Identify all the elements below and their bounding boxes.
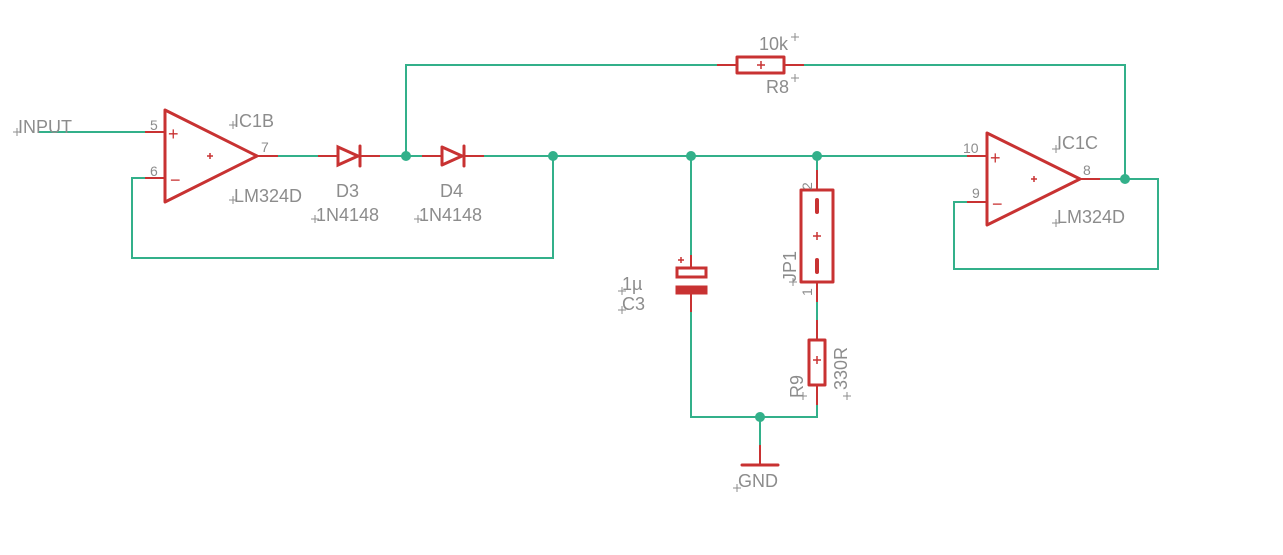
capacitor-plate-negative — [675, 285, 708, 295]
gnd-symbol: GND — [733, 445, 780, 492]
d3-value: 1N4148 — [316, 205, 379, 225]
input-label: INPUT — [13, 117, 72, 137]
ic1b-value: LM324D — [234, 186, 302, 206]
c3-value: 1µ — [622, 274, 642, 294]
plus-sign: + — [168, 124, 179, 144]
junction-dot — [686, 151, 696, 161]
r9-value: 330R — [831, 347, 851, 390]
diode-body — [440, 145, 464, 167]
opamp-ic1c[interactable]: + − 10 9 8 IC1C LM324D — [963, 131, 1125, 227]
opamp-ic1b[interactable]: + − 5 6 7 IC1B LM324D — [145, 108, 302, 206]
plus-sign: + — [990, 148, 1001, 168]
d3-name: D3 — [336, 181, 359, 201]
diode-d3[interactable]: D3 1N4148 — [311, 144, 380, 225]
pin-number: 5 — [150, 117, 158, 133]
wire-ic1b-feedback — [131, 155, 554, 259]
gnd-label: GND — [738, 471, 778, 491]
wire-r8-left — [405, 64, 738, 157]
junction-dot — [812, 151, 822, 161]
d4-value: 1N4148 — [419, 205, 482, 225]
jp1-name: JP1 — [780, 251, 800, 282]
pin-number: 8 — [1083, 162, 1091, 178]
ic1b-name: IC1B — [234, 111, 274, 131]
d4-name: D4 — [440, 181, 463, 201]
resistor-r8[interactable]: 10k R8 — [717, 33, 804, 97]
diode-d4[interactable]: D4 1N4148 — [414, 144, 484, 225]
nets — [39, 64, 1159, 446]
pin-number: 7 — [261, 139, 269, 155]
r9-name: R9 — [787, 375, 807, 398]
minus-sign: − — [992, 194, 1003, 214]
pin-number: 6 — [150, 163, 158, 179]
junction-dot — [755, 412, 765, 422]
ic1c-value: LM324D — [1057, 207, 1125, 227]
r8-value: 10k — [759, 34, 789, 54]
opamp-triangle — [985, 131, 1082, 227]
wire-c3-bottom — [690, 311, 818, 418]
junctions — [401, 151, 1130, 422]
pin-number: 2 — [799, 182, 815, 190]
r8-name: R8 — [766, 77, 789, 97]
junction-dot — [548, 151, 558, 161]
junction-dot — [401, 151, 411, 161]
jumper-jp1[interactable]: 2 1 JP1 — [780, 170, 835, 302]
opamp-triangle — [163, 108, 259, 204]
pin-number: 1 — [799, 288, 815, 296]
capacitor-plate-positive — [675, 266, 708, 279]
resistor-r9[interactable]: R9 330R — [787, 320, 851, 405]
ic1c-name: IC1C — [1057, 133, 1098, 153]
c3-name: C3 — [622, 294, 645, 314]
minus-sign: − — [170, 170, 181, 190]
junction-dot — [1120, 174, 1130, 184]
capacitor-c3[interactable]: 1µ C3 — [618, 255, 708, 314]
wire-ic1c-out — [953, 178, 1159, 270]
wire-r8-right — [783, 64, 1126, 180]
diode-body — [336, 144, 362, 168]
input-label-text: INPUT — [18, 117, 72, 137]
pin-number: 10 — [963, 140, 979, 156]
pin-number: 9 — [972, 185, 980, 201]
